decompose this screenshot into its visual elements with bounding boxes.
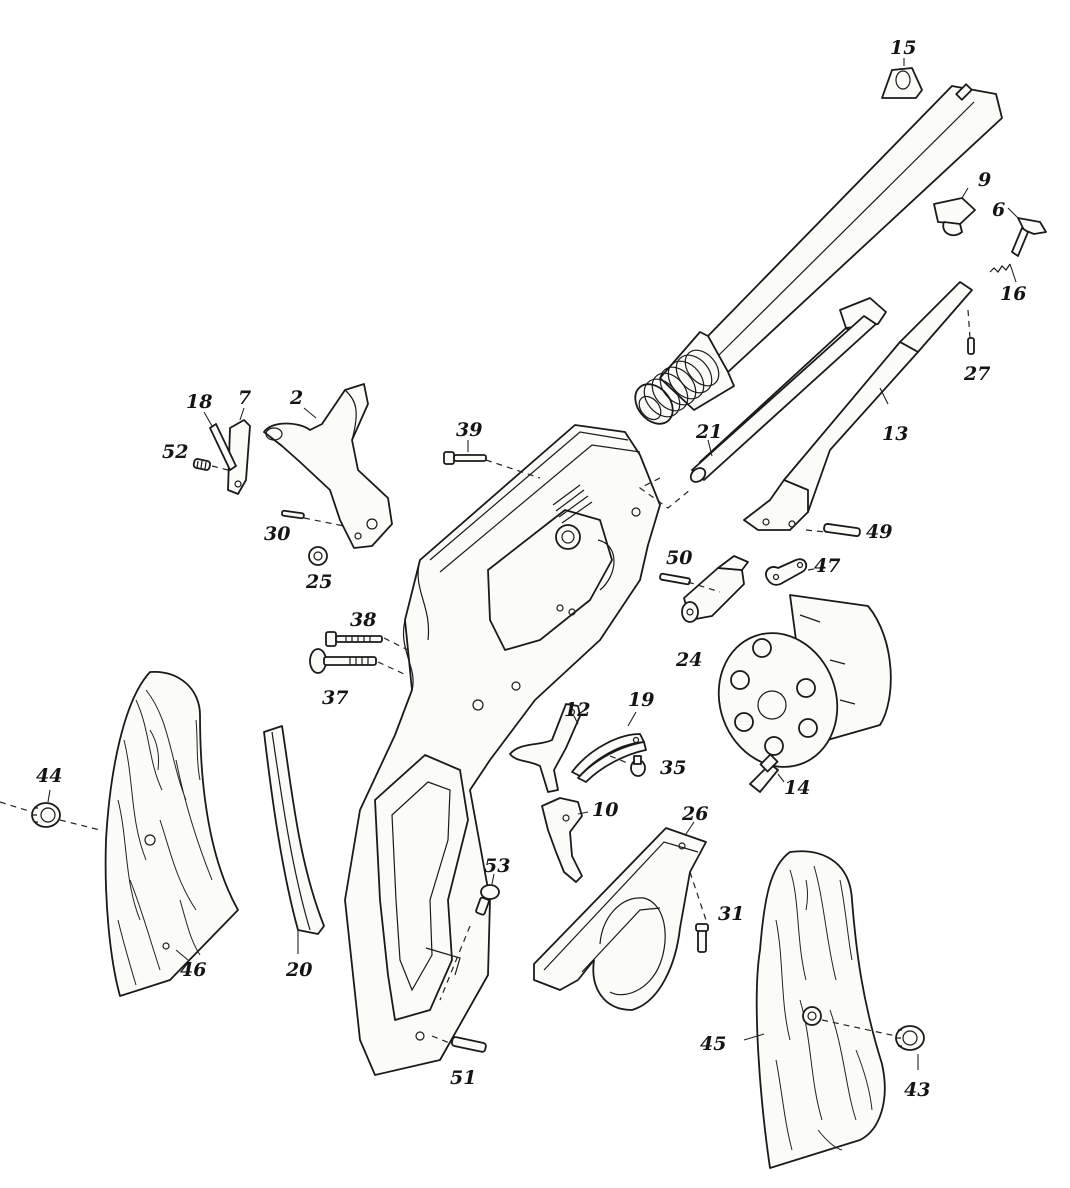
- label-50: 50: [666, 547, 692, 569]
- part-43: [895, 1025, 925, 1070]
- part-18: [203, 411, 237, 471]
- part-37: [309, 648, 377, 674]
- label-27: 27: [963, 363, 990, 385]
- part-21: [689, 315, 877, 483]
- label-26: 26: [681, 803, 708, 825]
- part-9: [933, 187, 976, 237]
- part-46: [104, 671, 239, 997]
- label-47: 47: [814, 555, 840, 577]
- label-52: 52: [162, 441, 188, 463]
- label-19: 19: [628, 689, 654, 711]
- label-30: 30: [264, 523, 290, 545]
- part-14: [749, 753, 785, 793]
- part-38: [325, 631, 383, 647]
- part-12: [509, 703, 581, 793]
- barrel-threads: [634, 349, 720, 425]
- label-24: 24: [675, 649, 702, 671]
- label-39: 39: [456, 419, 482, 441]
- part-26: [533, 821, 707, 1011]
- label-18: 18: [186, 391, 212, 413]
- part-20: [263, 725, 325, 954]
- label-46: 46: [180, 959, 206, 981]
- part-47: [765, 558, 808, 586]
- part-2: [263, 383, 393, 549]
- label-44: 44: [36, 765, 62, 787]
- barrel: [634, 83, 1003, 425]
- label-38: 38: [350, 609, 376, 631]
- label-45: 45: [700, 1033, 726, 1055]
- part-39: [443, 440, 487, 465]
- part-50: [659, 572, 691, 586]
- part-10: [541, 797, 589, 883]
- part-7: [227, 407, 251, 495]
- part-24: [681, 555, 749, 623]
- part-15: [881, 58, 923, 99]
- part-35: [630, 755, 646, 777]
- part-49: [823, 523, 861, 537]
- part-53: [475, 873, 500, 916]
- label-15: 15: [890, 37, 916, 59]
- callout-labels: 15 9 6 16 27 13 21 39 2 7 18 52 30 25 49…: [36, 37, 1026, 1101]
- label-16: 16: [1000, 283, 1026, 305]
- part-52: [192, 458, 211, 471]
- label-53: 53: [484, 855, 510, 877]
- label-49: 49: [866, 521, 892, 543]
- label-21: 21: [695, 421, 722, 443]
- part-27: [967, 337, 975, 355]
- cylinder: [717, 594, 892, 768]
- label-37: 37: [322, 687, 348, 709]
- part-6: [1007, 207, 1047, 257]
- frame: [344, 424, 661, 1076]
- part-30: [281, 509, 305, 520]
- part-45: [743, 850, 886, 1169]
- part-19: [571, 711, 647, 783]
- label-13: 13: [882, 423, 908, 445]
- label-7: 7: [238, 387, 251, 409]
- label-10: 10: [592, 799, 618, 821]
- label-14: 14: [784, 777, 810, 799]
- part-16: [989, 263, 1017, 283]
- part-51: [450, 1036, 487, 1053]
- label-12: 12: [564, 699, 590, 721]
- alignment-lines: [0, 309, 971, 1045]
- label-35: 35: [660, 757, 686, 779]
- label-2: 2: [289, 387, 303, 409]
- label-51: 51: [450, 1067, 476, 1089]
- label-25: 25: [305, 571, 332, 593]
- label-31: 31: [718, 903, 744, 925]
- part-13: [743, 281, 973, 531]
- label-43: 43: [904, 1079, 930, 1101]
- label-6: 6: [992, 199, 1005, 221]
- label-9: 9: [978, 169, 991, 191]
- part-44: [31, 789, 61, 828]
- part-31: [695, 923, 709, 953]
- part-25: [308, 546, 328, 566]
- label-20: 20: [285, 959, 312, 981]
